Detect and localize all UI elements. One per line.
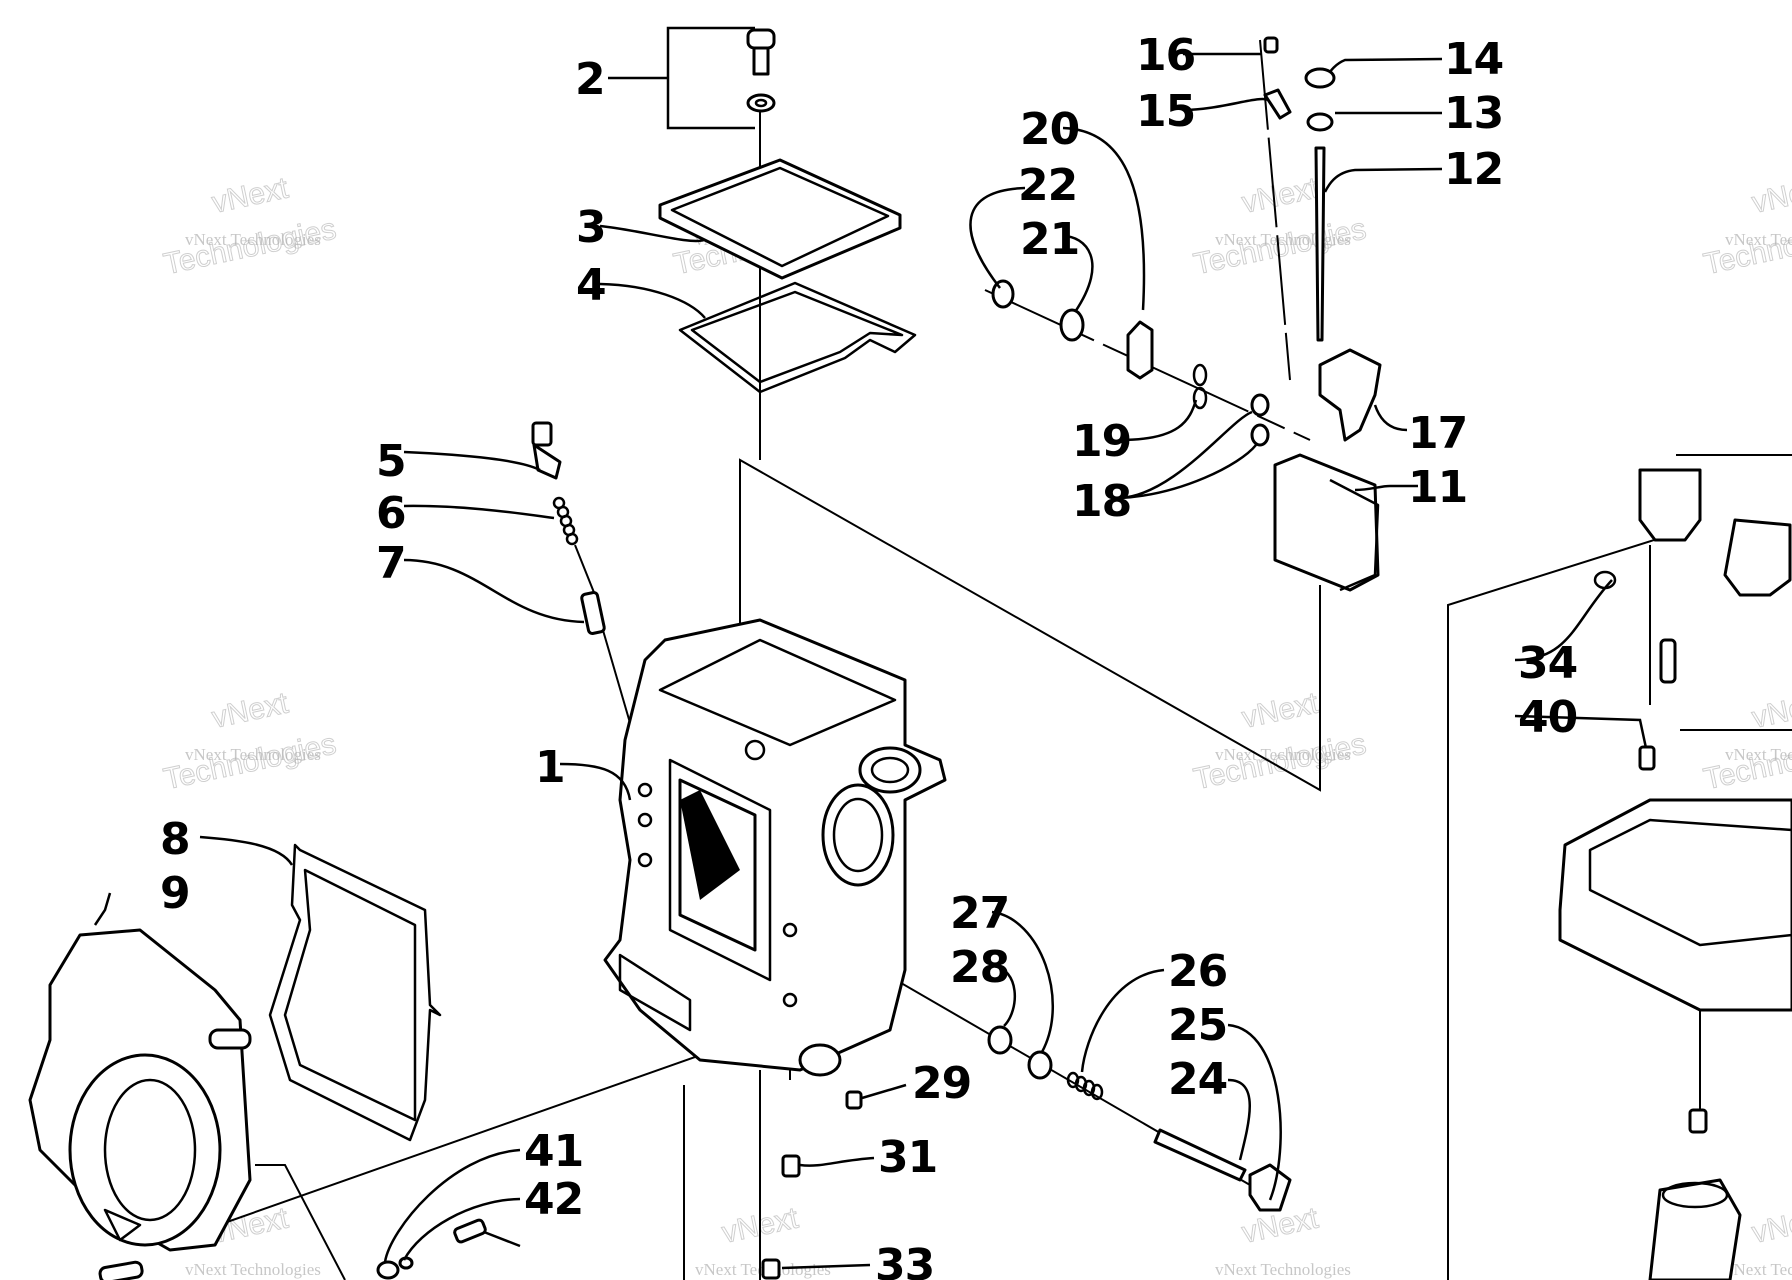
float-part-33 [1593, 468, 1792, 684]
callout-23: 24 [1168, 1054, 1227, 1105]
callout-31: 33 [875, 1240, 934, 1280]
carburetor-body-part-1 [603, 618, 947, 1077]
callout-16: 16 [1136, 30, 1195, 81]
watermark-big-1: vNext [1749, 1201, 1792, 1249]
callout-18: 18 [1072, 476, 1131, 527]
watermark-big-1: vNext [1749, 171, 1792, 219]
washer-part-13 [1306, 112, 1334, 132]
needle-jet-part-5-6-7 [531, 421, 606, 635]
watermark-big-2: Technologies [1191, 728, 1369, 797]
callout-1: 1 [535, 742, 565, 793]
watermark-big-1: vNext [209, 171, 292, 219]
callout-40: 41 [524, 1126, 583, 1177]
clip-part-14 [1304, 67, 1336, 89]
ring-part-19 [1192, 363, 1208, 387]
watermark-small: vNext Technologies [1725, 745, 1792, 764]
cover-part-3 [658, 158, 902, 280]
screw-part-31 [761, 1258, 781, 1280]
watermark-big-2: Technologies [1701, 213, 1792, 282]
cap-part-11 [1273, 453, 1380, 592]
callout-34: 40 [1518, 692, 1577, 743]
parts [28, 28, 1792, 1280]
callout-4: 4 [576, 260, 606, 311]
callout-41: 42 [524, 1174, 583, 1225]
watermark-big-2: Technologies [1701, 728, 1792, 797]
washer-part-27 [987, 1025, 1013, 1055]
screw-part-16 [1263, 36, 1279, 54]
callout-20: 20 [1020, 104, 1079, 155]
callout-labels: 2 3 4 5 6 7 1 8 9 16 15 14 13 12 20 22 2… [160, 30, 1578, 1280]
callout-21: 21 [1020, 214, 1079, 265]
needle-part-23 [1153, 1128, 1247, 1182]
screw-part-29 [781, 1154, 801, 1178]
callout-11: 11 [1408, 462, 1467, 513]
watermark-big-1: vNext [1239, 171, 1322, 219]
callout-28: 29 [912, 1058, 971, 1109]
leader-lines [93, 26, 1648, 1270]
watermark-small: vNext Technologies [185, 1260, 321, 1279]
watermark-big-2: Technologies [161, 213, 339, 282]
adapter-part-9 [28, 928, 252, 1252]
callout-7: 7 [376, 538, 406, 589]
watermark-big-1: vNext [1749, 686, 1792, 734]
screw-part-2 [746, 28, 776, 113]
watermark-big-1: vNext [209, 686, 292, 734]
plate-part-20 [1126, 320, 1154, 380]
watermark: vNext vNext Technologies Technologies [1700, 171, 1792, 282]
callout-8: 8 [160, 814, 190, 865]
callout-29: 31 [878, 1132, 937, 1183]
callout-22: 22 [1018, 160, 1077, 211]
callout-17: 17 [1408, 408, 1467, 459]
spring-part-25 [1066, 1071, 1104, 1101]
watermark-small: vNext Technologies [1725, 1260, 1792, 1279]
callout-27: 28 [950, 942, 1009, 993]
watermark-small: vNext Technologies [1725, 230, 1792, 249]
callout-5: 5 [376, 436, 406, 487]
plate-part-15 [1263, 88, 1292, 120]
gasket-part-4 [678, 281, 917, 394]
washer-part-40 [376, 1260, 400, 1280]
watermark-big-2: Technologies [161, 728, 339, 797]
needle-part-12 [1314, 146, 1326, 342]
callout-15: 15 [1136, 86, 1195, 137]
watermark: vNext vNext Technologies Technologies [1190, 686, 1369, 797]
collar-part-18 [1250, 393, 1270, 417]
gasket-part-8 [268, 843, 442, 1142]
watermark-small: vNext Technologies [1215, 1260, 1351, 1279]
washer-part-41 [398, 1256, 414, 1270]
watermark-small: vNext Technologies [185, 230, 321, 249]
washer-part-26 [1027, 1050, 1053, 1080]
callout-2: 2 [575, 54, 605, 105]
bracket-part-17 [1318, 348, 1382, 442]
screw-part-34 [1638, 745, 1656, 771]
screw-part-28 [845, 1090, 863, 1110]
callout-13: 13 [1444, 88, 1503, 139]
callout-6: 6 [376, 488, 406, 539]
watermark: vNext vNext Technologies Technologies [160, 171, 339, 282]
callout-12: 12 [1444, 144, 1503, 195]
callout-24: 25 [1168, 1000, 1227, 1051]
clip-part-22 [991, 279, 1015, 309]
float-bowl [1558, 798, 1792, 1012]
callout-3: 3 [576, 202, 606, 253]
washer-part-21 [1059, 308, 1085, 342]
watermark: vNext vNext Technologies Technologies [1190, 171, 1369, 282]
watermark-big-1: vNext [1239, 686, 1322, 734]
callout-25: 26 [1168, 946, 1227, 997]
screw-part-42 [453, 1218, 487, 1244]
callout-26: 27 [950, 888, 1009, 939]
watermark-small: vNext Technologies [185, 745, 321, 764]
callout-9: 9 [160, 868, 190, 919]
callout-19: 19 [1072, 416, 1131, 467]
callout-14: 14 [1444, 34, 1503, 85]
callout-33: 34 [1518, 638, 1577, 689]
watermark: vNext vNext Technologies Technologies [1700, 686, 1792, 797]
knob-part-24 [1248, 1163, 1292, 1212]
watermark: vNext vNext Technologies Technologies [160, 686, 339, 797]
